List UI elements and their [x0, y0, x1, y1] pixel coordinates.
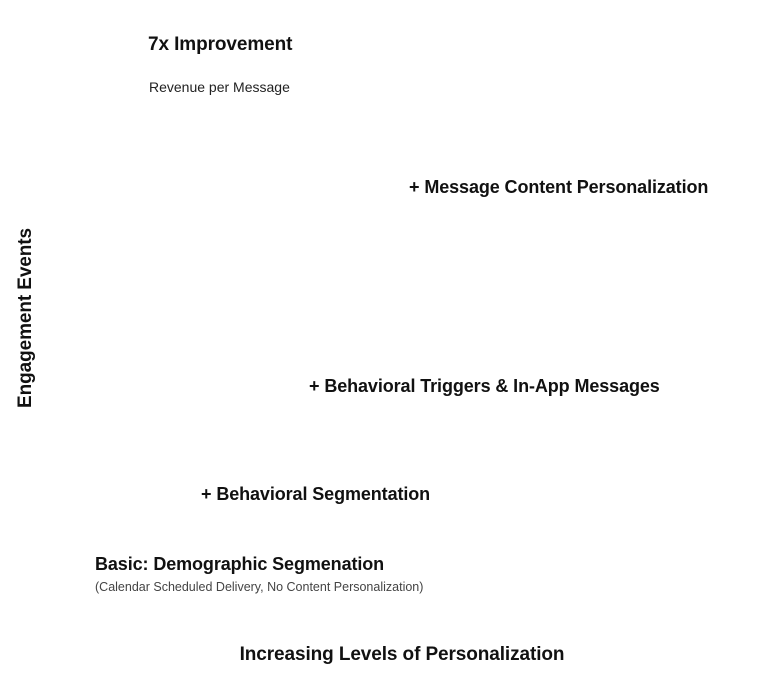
diagram-subtitle: Revenue per Message	[149, 79, 290, 95]
step-behavioral-triggers: + Behavioral Triggers & In-App Messages	[309, 376, 660, 396]
diagram-title: 7x Improvement	[148, 34, 293, 55]
y-axis-label: Engagement Events	[15, 228, 36, 408]
x-axis-label: Increasing Levels of Personalization	[239, 644, 565, 665]
step-basic-note: (Calendar Scheduled Delivery, No Content…	[95, 580, 424, 594]
step-basic-demographic-segmentation: Basic: Demographic Segmenation	[95, 554, 385, 574]
step-message-content-personalization: + Message Content Personalization	[409, 177, 709, 197]
step-behavioral-segmentation: + Behavioral Segmentation	[201, 484, 431, 504]
